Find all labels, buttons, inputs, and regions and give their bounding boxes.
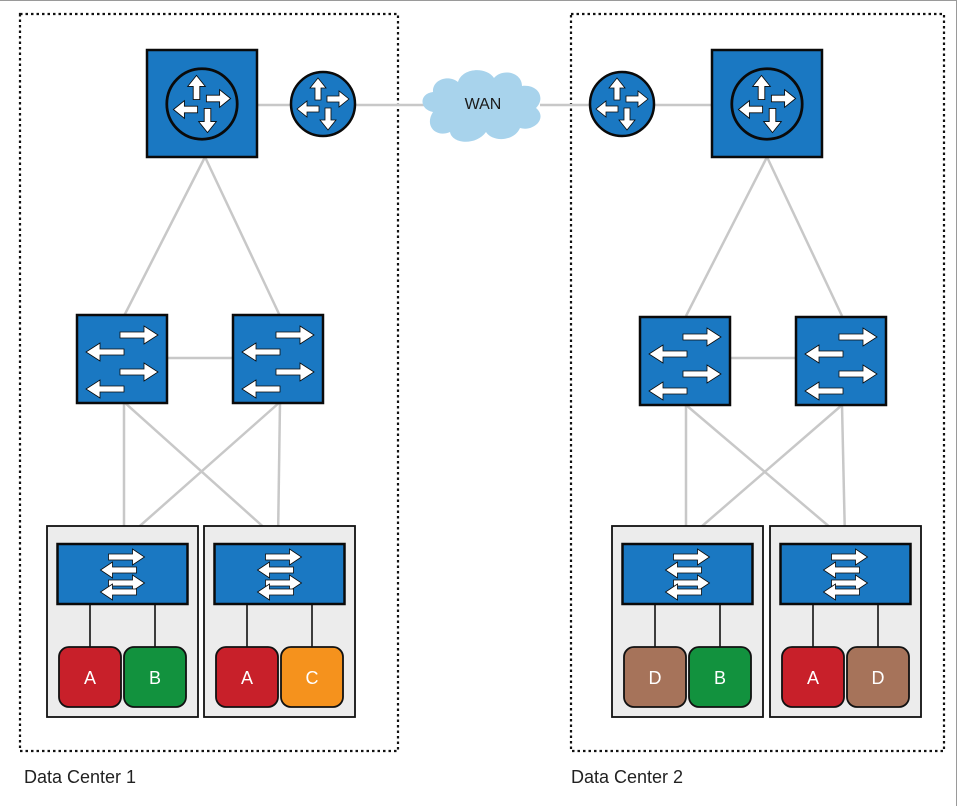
vm-label: A (241, 668, 253, 688)
vm-d: D (846, 646, 910, 708)
dc2-edge-router-icon (588, 70, 656, 138)
datacenter-2-label: Data Center 2 (571, 767, 683, 787)
wan-label: WAN (465, 96, 502, 113)
vm-label: A (84, 668, 96, 688)
dc2-core-router (710, 48, 824, 159)
vm-c: C (280, 646, 344, 708)
dc1-edge-router-icon (289, 70, 357, 138)
tor-switch-icon (56, 542, 189, 606)
tor-switch-icon (621, 542, 754, 606)
datacenter-1-label: Data Center 1 (24, 767, 136, 787)
tor-switch-icon (779, 542, 912, 606)
dc1-agg-switch-1 (75, 313, 169, 405)
vm-label: B (149, 668, 161, 688)
dc2-agg-switch-2 (794, 315, 888, 407)
dc1-core-router (145, 48, 259, 159)
vm-d: D (623, 646, 687, 708)
vm-label: A (807, 668, 819, 688)
wan-cloud: WAN (422, 70, 541, 142)
vm-a: A (215, 646, 279, 708)
vm-b: B (123, 646, 187, 708)
dc1-agg-switch-2 (231, 313, 325, 405)
tor-switch-icon (213, 542, 346, 606)
vm-b: B (688, 646, 752, 708)
vm-a: A (58, 646, 122, 708)
dc2-agg-switch-1 (638, 315, 732, 407)
vm-label: D (872, 668, 885, 688)
network-links (122, 103, 847, 541)
vm-a: A (781, 646, 845, 708)
vm-label: D (649, 668, 662, 688)
datacenter-1-boundary (18, 12, 400, 753)
vm-label: B (714, 668, 726, 688)
vm-label: C (306, 668, 319, 688)
